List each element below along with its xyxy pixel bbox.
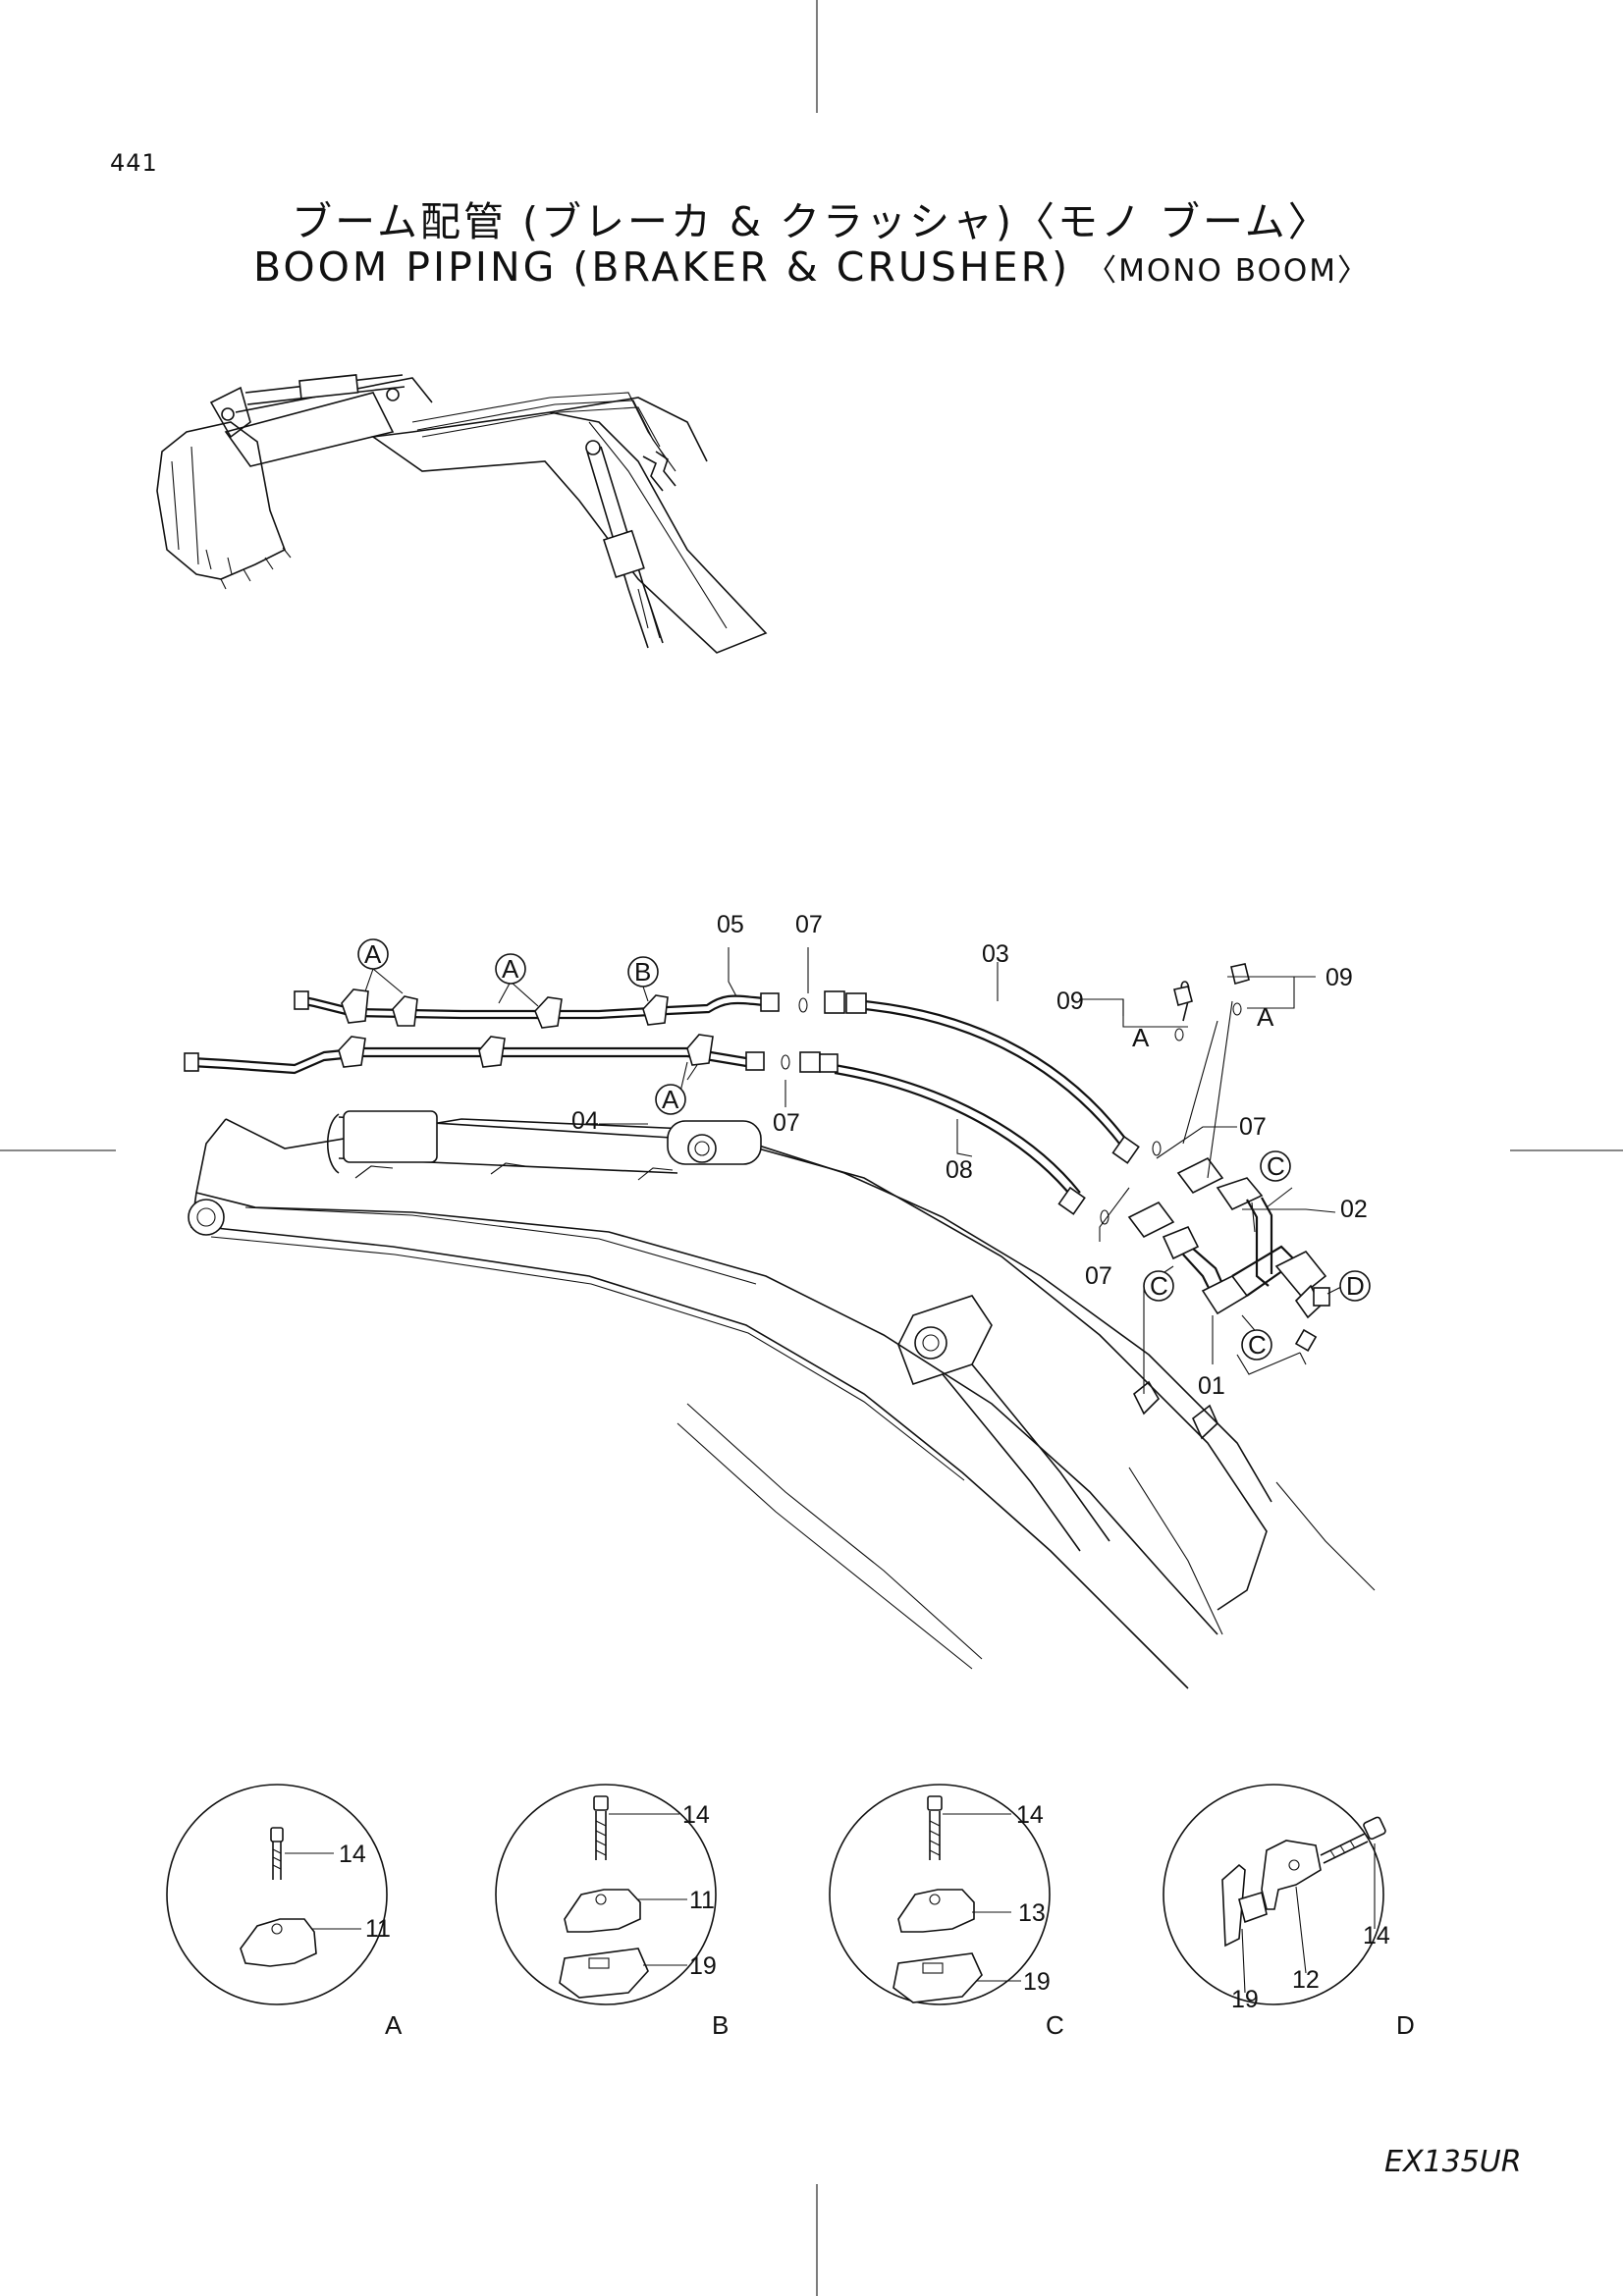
callout-02: 02: [1340, 1196, 1368, 1223]
ref-C-2: C: [1150, 1271, 1168, 1301]
detail-A-part-14: 14: [339, 1841, 366, 1868]
pipe-fittings: [184, 988, 1162, 1225]
detail-B-part-14: 14: [682, 1801, 710, 1829]
overview-excavator-illustration: [156, 374, 768, 654]
callout-09-right: 09: [1325, 964, 1353, 991]
detail-C-label: C: [1046, 2010, 1064, 2040]
detail-D-part-12: 12: [1292, 1966, 1320, 1994]
detail-D-part-14: 14: [1363, 1922, 1390, 1949]
detail-D: 14 12 19 D: [1163, 1784, 1415, 2040]
callout-07-right: 07: [1239, 1113, 1267, 1141]
ref-A-3: A: [662, 1085, 679, 1114]
callout-04: 04: [571, 1107, 599, 1135]
page-title-japanese: ブーム配管 (ブレーカ & クラッシャ)〈モノ ブーム〉: [292, 198, 1331, 245]
detail-B-part-11: 11: [689, 1887, 715, 1914]
sub-ref-A-right: A: [1257, 1002, 1274, 1032]
title-en-suffix: 〈MONO BOOM〉: [1086, 253, 1371, 289]
ref-C-3: C: [1248, 1330, 1267, 1360]
callout-01: 01: [1198, 1372, 1225, 1400]
title-en-main: BOOM PIPING (BRAKER & CRUSHER): [252, 243, 1071, 291]
sub-ref-A-left: A: [1132, 1023, 1150, 1052]
callout-09-left: 09: [1056, 988, 1084, 1015]
ref-D-1: D: [1346, 1271, 1365, 1301]
callout-07-bottom: 07: [1085, 1262, 1112, 1290]
detail-A-label: A: [385, 2010, 403, 2040]
detail-A-part-11: 11: [365, 1915, 391, 1943]
callout-03: 03: [982, 940, 1009, 968]
main-boom-piping-view: 05 07 03 09 09 04 07 07 08 02 07 01 A A …: [184, 911, 1376, 1689]
detail-D-part-19: 19: [1231, 1986, 1259, 2013]
detail-A: 14 11 A: [166, 1784, 403, 2040]
callout-labels: 05 07 03 09 09 04 07 07 08 02 07 01 A A: [571, 911, 1368, 1400]
detail-C-part-13: 13: [1018, 1899, 1046, 1927]
callout-05: 05: [717, 911, 744, 938]
callout-07-top: 07: [795, 911, 823, 938]
ref-A-1: A: [364, 939, 382, 969]
detail-B: 14 11 19 B: [495, 1784, 729, 2040]
ref-C-1: C: [1267, 1151, 1285, 1181]
ref-B-1: B: [634, 957, 651, 987]
detail-C: 14 13 19 C: [829, 1784, 1064, 2040]
ref-A-2: A: [502, 954, 519, 984]
callout-08: 08: [946, 1156, 973, 1184]
model-number: EX135UR: [1384, 2145, 1522, 2179]
detail-D-label: D: [1396, 2010, 1415, 2040]
valve-adapters: [1127, 963, 1330, 1352]
detail-C-part-14: 14: [1016, 1801, 1044, 1829]
callout-07-mid: 07: [773, 1109, 800, 1137]
detail-C-part-19: 19: [1023, 1968, 1051, 1996]
detail-B-label: B: [712, 2010, 729, 2040]
detail-B-part-19: 19: [689, 1952, 717, 1980]
page-number: 441: [110, 149, 158, 177]
page-title-english: BOOM PIPING (BRAKER & CRUSHER) 〈MONO BOO…: [0, 243, 1623, 291]
detail-reference-markers: A A B A C C C D: [357, 938, 1371, 1361]
